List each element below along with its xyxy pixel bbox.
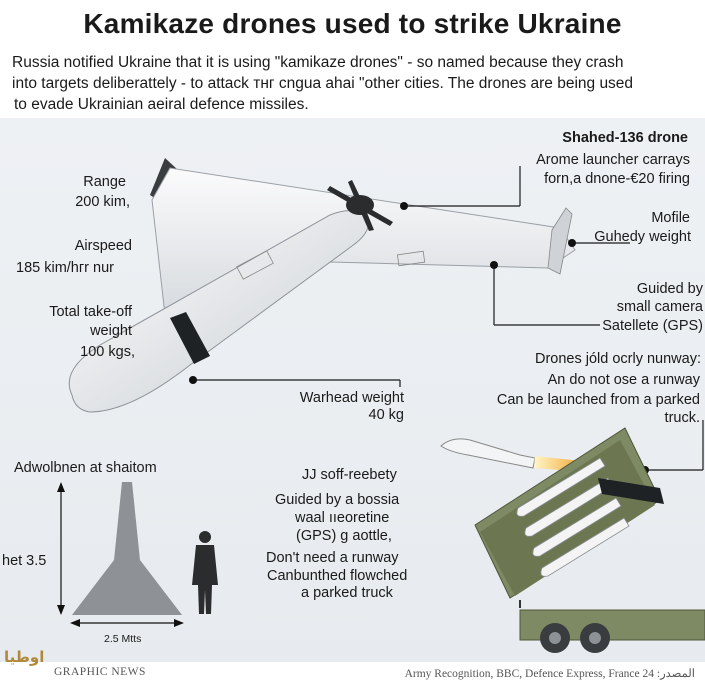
- note-line-7: a parked truck: [301, 585, 393, 601]
- warhead-value: 40 kg: [368, 407, 404, 423]
- footer-sources: Army Recognition, BBC, Defence Express, …: [404, 668, 695, 680]
- intro-line-1: Russia notified Ukraine that it is using…: [12, 54, 624, 71]
- range-value: 200 kim,: [75, 194, 130, 210]
- scale-silhouette: [57, 482, 218, 627]
- page-title: Kamikaze drones used to strike Ukraine: [83, 8, 622, 39]
- note-line-2: Guided by a bossia: [275, 492, 400, 508]
- note-line-3: waal ııeoretine: [295, 510, 390, 526]
- takeoff-label-weight: weight: [90, 323, 132, 339]
- guided-label: Guided by: [636, 281, 703, 297]
- intro-paragraph: Russia notified Ukraine that it is using…: [12, 52, 702, 115]
- airspeed-label: Airspeed: [74, 238, 132, 254]
- note-line-1: JJ soff-reebety: [302, 467, 397, 483]
- airspeed-value: 185 kim/hгr nur: [16, 260, 114, 276]
- range-label: Range: [83, 174, 126, 190]
- drone-name: Shahed-136 drone: [562, 130, 688, 146]
- runway-line-2: An do not ose a runway: [547, 372, 700, 388]
- note-line-4: (GPS) g aottle,: [296, 528, 392, 544]
- takeoff-value: 100 kgs,: [80, 344, 135, 360]
- launcher-line-2: forn,a dnone-€20 firing: [544, 171, 690, 187]
- leader-lines: [193, 166, 704, 471]
- scale-width-label: 2.5 Mtts: [104, 633, 142, 645]
- footer: اوطيا GRAPHIC NEWS Army Recognition, BBC…: [0, 648, 705, 684]
- warhead-label: Warhead weight: [299, 390, 404, 406]
- watermark-logo: اوطيا: [4, 648, 45, 666]
- scale-height-label: het 3.5: [2, 553, 47, 569]
- guided-camera: small camera: [616, 299, 703, 315]
- runway-heading: Drones jóld ocrly nunway:: [534, 351, 701, 367]
- runway-line-3: Can be launched from a parked: [496, 392, 700, 408]
- intro-line-3: to evade Ukrainian aeiral defence missil…: [14, 96, 309, 113]
- launcher-line-1: Arome launcher carrays: [536, 152, 690, 168]
- runway-line-4: truck.: [664, 410, 700, 426]
- footer-credit: GRAPHIC NEWS: [54, 666, 146, 678]
- shahed-drone-illustration: [68, 158, 576, 413]
- note-line-5: Don't need a runway: [266, 550, 399, 566]
- launcher-truck-illustration: [440, 427, 705, 653]
- intro-line-2: into targets deliberattely - to attack т…: [12, 75, 634, 92]
- scale-heading: Adwolbnen at shaitom: [14, 460, 157, 476]
- note-line-6: Canbunthed flowched: [267, 568, 408, 584]
- mobile-label: Mofile: [651, 210, 690, 226]
- takeoff-label: Total take-off: [49, 304, 132, 320]
- guided-gps: Satellete (GPS): [602, 318, 703, 334]
- mobile-weight: Guhedy weight: [594, 229, 691, 245]
